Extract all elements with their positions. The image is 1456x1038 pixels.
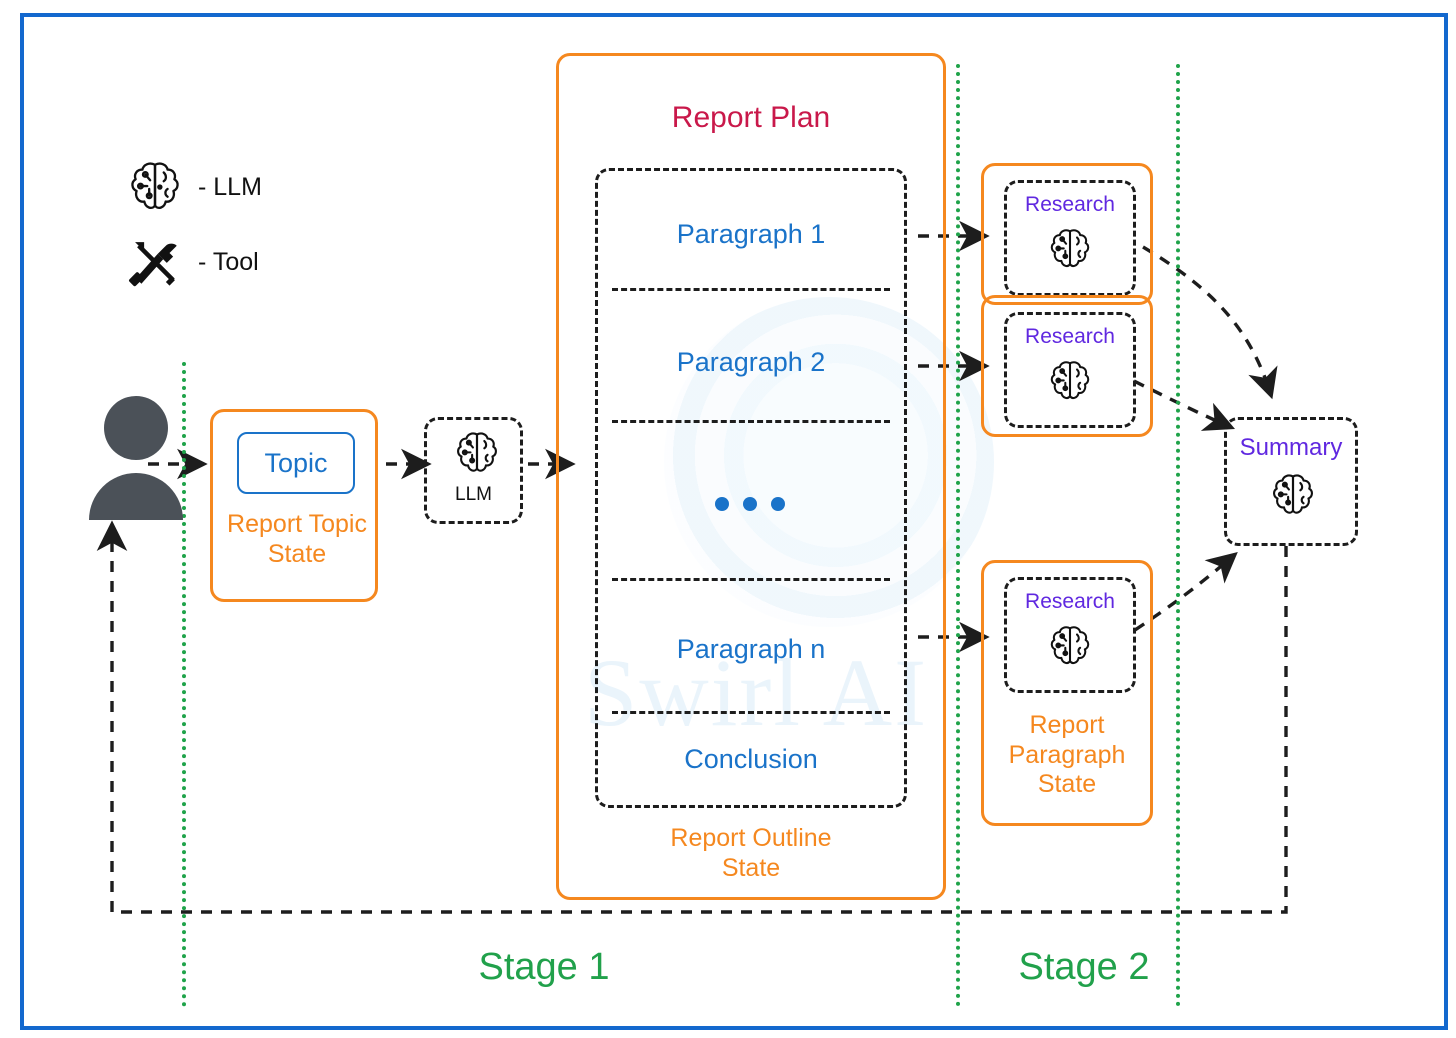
outline-divider <box>612 578 890 581</box>
summary-label: Summary <box>1239 434 1343 461</box>
legend-label-tool: - Tool <box>198 248 259 276</box>
research-inner-1[interactable]: Research <box>1004 180 1136 296</box>
research-node-2[interactable]: Research <box>981 295 1153 437</box>
llm-node-label: LLM <box>455 484 492 505</box>
stage-divider-3 <box>1176 64 1180 1007</box>
legend-label-llm: - LLM <box>198 173 262 201</box>
outline-divider <box>612 420 890 423</box>
brain-icon <box>1267 470 1319 522</box>
research-inner-3[interactable]: Research <box>1004 577 1136 693</box>
report-topic-state[interactable]: Topic Report Topic State <box>210 409 378 602</box>
outline-item-ellipsis <box>715 497 785 511</box>
brain-icon <box>451 428 503 480</box>
outline-item-conclusion: Conclusion <box>684 744 818 774</box>
outline-item-paragraph-1: Paragraph 1 <box>676 219 826 249</box>
arrow-summary-feedback-to-user <box>96 520 1288 914</box>
research-node-1[interactable]: Research <box>981 163 1153 305</box>
topic-label: Topic <box>264 447 328 478</box>
report-topic-state-label: Report Topic State <box>227 510 367 568</box>
outline-divider <box>612 288 890 291</box>
brain-icon <box>124 157 186 219</box>
arrow-research1-to-summary <box>1142 245 1278 400</box>
report-outline-box[interactable]: Paragraph 1 Paragraph 2 Paragraph n Conc… <box>595 168 907 808</box>
outline-item-paragraph-2: Paragraph 2 <box>676 347 826 377</box>
outline-divider <box>612 711 890 714</box>
brain-icon <box>1045 225 1095 275</box>
research-label-1: Research <box>1025 193 1115 216</box>
report-plan-container[interactable]: Report Plan Paragraph 1 Paragraph 2 Para… <box>556 53 946 900</box>
report-paragraph-state-label: Report Paragraph State <box>1008 711 1126 798</box>
research-label-3: Research <box>1025 590 1115 613</box>
diagram-frame: Swirl AI <box>20 13 1448 1030</box>
summary-node[interactable]: Summary <box>1224 417 1358 546</box>
report-plan-title: Report Plan <box>671 101 831 134</box>
stage-divider-2 <box>956 64 960 1007</box>
llm-node[interactable]: LLM <box>424 417 523 524</box>
user-avatar <box>81 395 191 520</box>
topic-box[interactable]: Topic <box>237 432 355 494</box>
arrow-research2-to-summary <box>1133 379 1236 431</box>
outline-item-paragraph-n: Paragraph n <box>676 634 826 664</box>
brain-icon <box>1045 357 1095 407</box>
report-outline-state-label: Report Outline State <box>670 824 832 882</box>
tool-icon <box>126 233 184 291</box>
brain-icon <box>1045 622 1095 672</box>
legend: - LLM - Tool <box>124 145 384 305</box>
research-label-2: Research <box>1025 325 1115 348</box>
research-inner-2[interactable]: Research <box>1004 312 1136 428</box>
stage-divider-1 <box>182 362 186 1007</box>
arrow-research3-to-summary <box>1134 552 1238 632</box>
stage-label-2: Stage 2 <box>1018 946 1150 988</box>
stage-label-1: Stage 1 <box>478 946 610 988</box>
research-node-3[interactable]: Research Report Paragraph State <box>981 560 1153 826</box>
